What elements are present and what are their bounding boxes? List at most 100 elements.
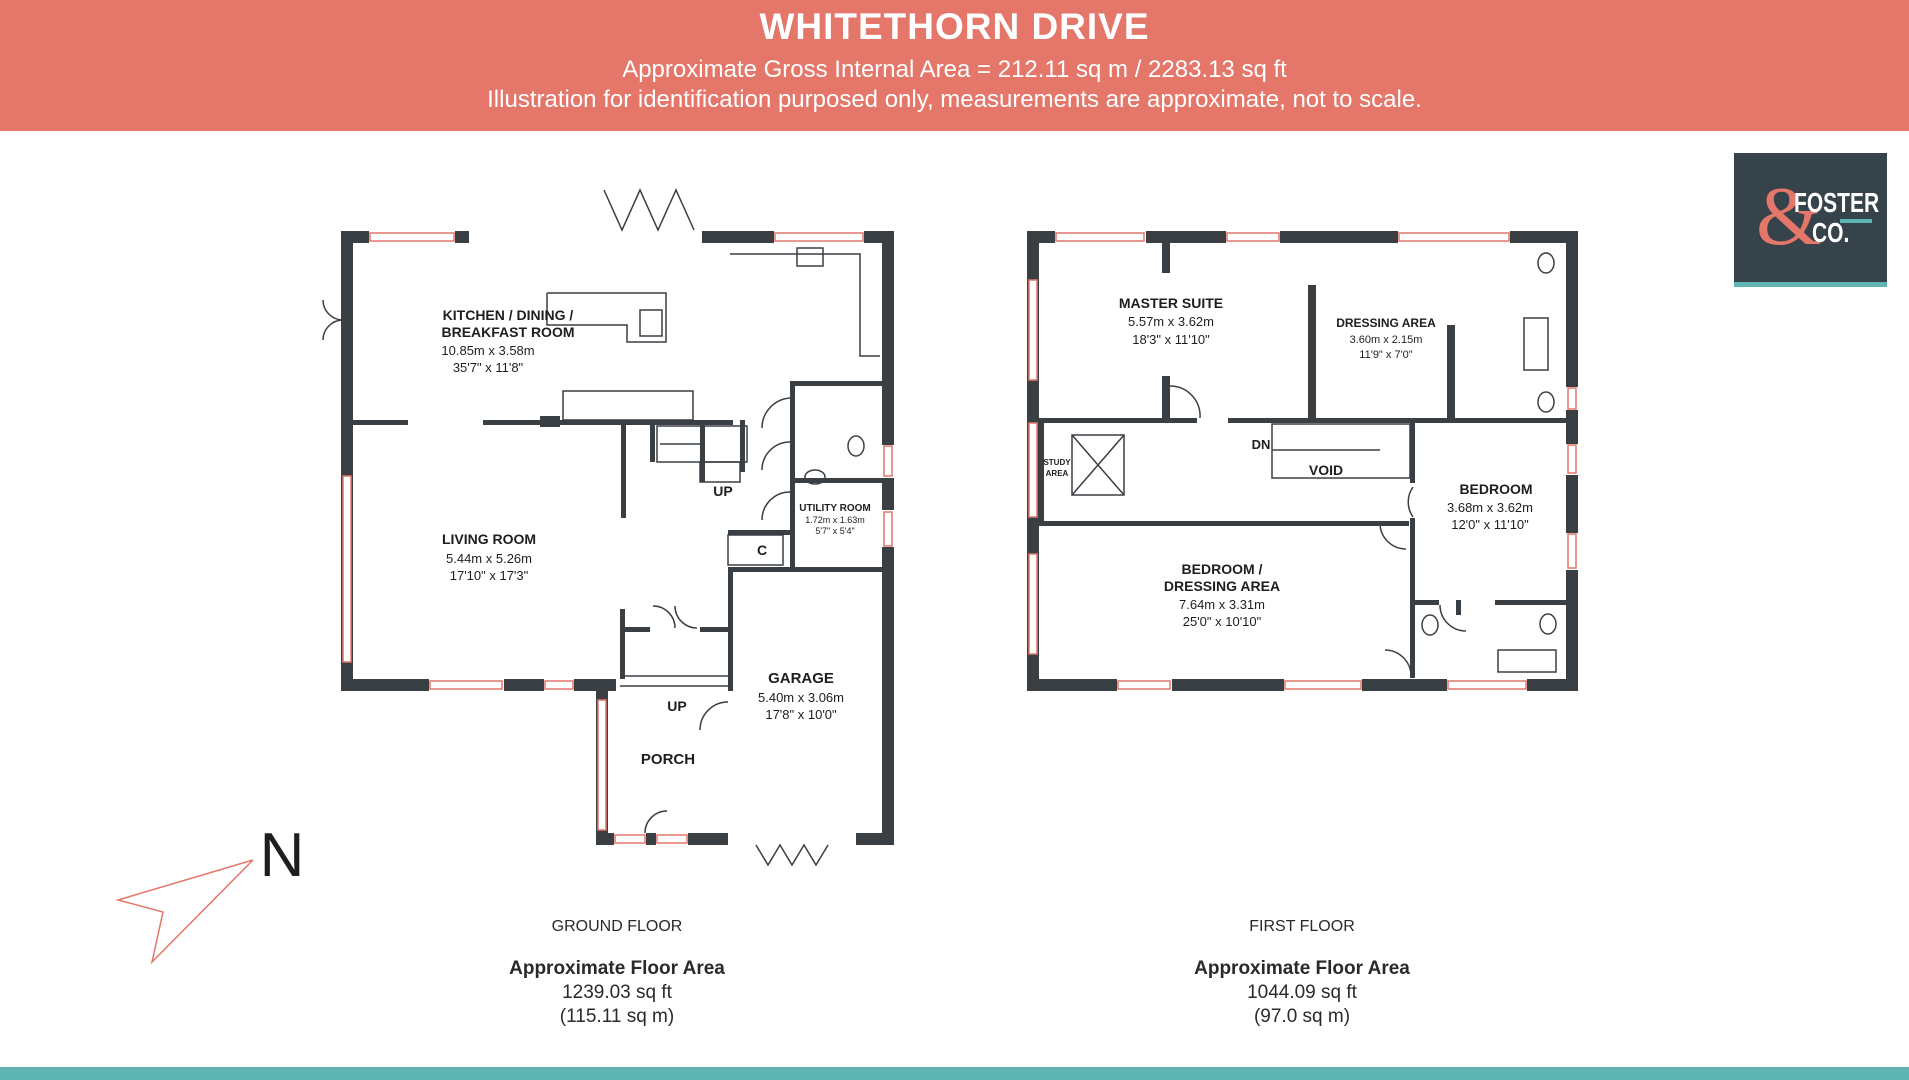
first-floor-labels: MASTER SUITE 5.57m x 3.62m 18'3" x 11'10… <box>1043 295 1533 629</box>
bedroom-imperial: 12'0" x 11'10" <box>1451 517 1529 532</box>
first-wall-bath-north-2 <box>1495 600 1566 605</box>
ground-wall-wc-north <box>790 381 894 386</box>
void-label: VOID <box>1309 462 1343 478</box>
ground-wall-utility-north <box>790 478 894 483</box>
first-window-north-3 <box>1398 232 1510 242</box>
kitchen-name-2: BREAKFAST ROOM <box>442 324 575 340</box>
study-label-1: STUDY <box>1043 458 1071 467</box>
ground-wall-garage-north <box>728 567 894 572</box>
first-window-east-2 <box>1567 444 1577 474</box>
bath-door-swing-2 <box>1384 649 1412 677</box>
ground-wall-north-2 <box>455 231 469 243</box>
ground-wall-cupboard-north <box>728 530 792 535</box>
sink-icon <box>796 247 824 267</box>
first-wall-south-4 <box>1527 679 1578 691</box>
first-floor-fittings <box>1071 252 1557 677</box>
kitchen-worktop <box>730 253 880 357</box>
ground-window-north-2 <box>774 232 864 242</box>
garage-imperial: 17'8" x 10'0" <box>765 707 837 722</box>
ground-wall-int-3 <box>540 416 560 427</box>
first-floor-area-title: Approximate Floor Area <box>1194 958 1410 979</box>
ensuite-toilet-icon <box>1537 391 1555 413</box>
ground-wall-south-2 <box>504 679 544 691</box>
first-wall-dressing-east <box>1447 325 1455 422</box>
first-wall-south-2 <box>1172 679 1284 691</box>
bath-icon <box>1497 649 1557 673</box>
ground-wall-hall-north-2 <box>700 627 730 632</box>
bed2-door-swing <box>1379 522 1407 550</box>
ground-window-wc <box>883 445 893 477</box>
ground-wall-north-3 <box>702 231 774 243</box>
ground-wall-porch-south-1 <box>596 833 614 845</box>
shower-icon <box>1523 317 1549 371</box>
hob-icon <box>639 309 663 337</box>
first-window-west-3 <box>1028 553 1038 655</box>
ground-wall-south-1 <box>341 679 429 691</box>
master-name: MASTER SUITE <box>1119 295 1223 311</box>
ground-window-west <box>342 475 352 663</box>
bifold-door-garage <box>755 843 829 867</box>
first-wall-landing-north-2 <box>1228 418 1566 423</box>
utility-door-swing <box>761 491 791 521</box>
first-window-east-1 <box>1567 387 1577 410</box>
bed2-metric: 7.64m x 3.31m <box>1179 597 1265 612</box>
ground-wall-east-garage <box>882 547 894 845</box>
first-wall-dressing-west <box>1308 285 1316 422</box>
first-wall-south-3 <box>1362 679 1447 691</box>
porch-steps <box>620 675 728 687</box>
first-wall-study <box>1039 423 1044 521</box>
ensuite-basin-icon <box>1537 252 1555 274</box>
garage-door-swing <box>699 701 729 731</box>
bedroom-door-swing <box>1407 486 1414 518</box>
wc-door-swing <box>761 397 793 429</box>
master-door-swing <box>1169 385 1201 419</box>
kitchen-name-1: KITCHEN / DINING / <box>443 307 574 323</box>
first-window-south-3 <box>1447 680 1527 690</box>
logo-accent-line <box>1840 219 1872 223</box>
bed2-name-2: DRESSING AREA <box>1164 578 1280 594</box>
first-wall-east-4 <box>1566 570 1578 691</box>
garage-name: GARAGE <box>768 670 834 687</box>
master-metric: 5.57m x 3.62m <box>1128 314 1214 329</box>
compass: N <box>115 821 304 965</box>
first-floor-windows <box>1028 232 1577 690</box>
ground-floor-fittings <box>322 188 880 867</box>
hall-door-swing <box>761 441 791 471</box>
ground-window-porch <box>597 699 607 831</box>
first-floor-walls <box>1027 231 1578 691</box>
ground-wall-stair-1 <box>621 420 626 518</box>
disclaimer-text: Illustration for identification purposed… <box>487 86 1422 113</box>
void-stairwell <box>1271 423 1411 479</box>
first-wall-bedroom-west-2 <box>1410 518 1415 678</box>
study-label-2: AREA <box>1046 469 1069 478</box>
first-wall-bath-north-1 <box>1415 600 1439 605</box>
first-wall-north-4 <box>1510 231 1578 243</box>
first-wall-bedroom-west-1 <box>1410 423 1415 483</box>
bedroom-name: BEDROOM <box>1459 481 1532 497</box>
property-title: WHITETHORN DRIVE <box>759 6 1150 47</box>
first-wall-master-1 <box>1162 243 1170 273</box>
first-wall-bath-div <box>1456 600 1461 615</box>
ground-window-porch-south-1 <box>614 834 646 844</box>
bath-toilet-icon <box>1539 613 1557 635</box>
ground-wall-int-1 <box>353 420 408 425</box>
kitchen-counter <box>562 390 694 421</box>
first-wall-bed2-north <box>1039 521 1409 526</box>
logo-co: CO. <box>1812 217 1850 248</box>
first-wall-north-2 <box>1146 231 1226 243</box>
living-metric: 5.44m x 5.26m <box>446 551 532 566</box>
ground-window-north-1 <box>369 232 455 242</box>
first-floor-sqm: (97.0 sq m) <box>1253 1006 1351 1027</box>
first-wall-landing-north-1 <box>1039 418 1197 423</box>
ground-floor-summary: GROUND FLOOR Approximate Floor Area 1239… <box>467 918 767 1028</box>
basin-icon <box>804 469 826 485</box>
logo-foster: FOSTER <box>1794 187 1880 218</box>
kitchen-metric: 10.85m x 3.58m <box>441 343 534 358</box>
ground-wall-north-1 <box>341 231 369 243</box>
cupboard <box>727 534 784 566</box>
first-floor-sqft: 1044.09 sq ft <box>1247 982 1357 1003</box>
bed2-name-1: BEDROOM / <box>1182 561 1263 577</box>
footer-accent-bar <box>0 1067 1909 1080</box>
stairs-up-label: UP <box>713 483 732 499</box>
